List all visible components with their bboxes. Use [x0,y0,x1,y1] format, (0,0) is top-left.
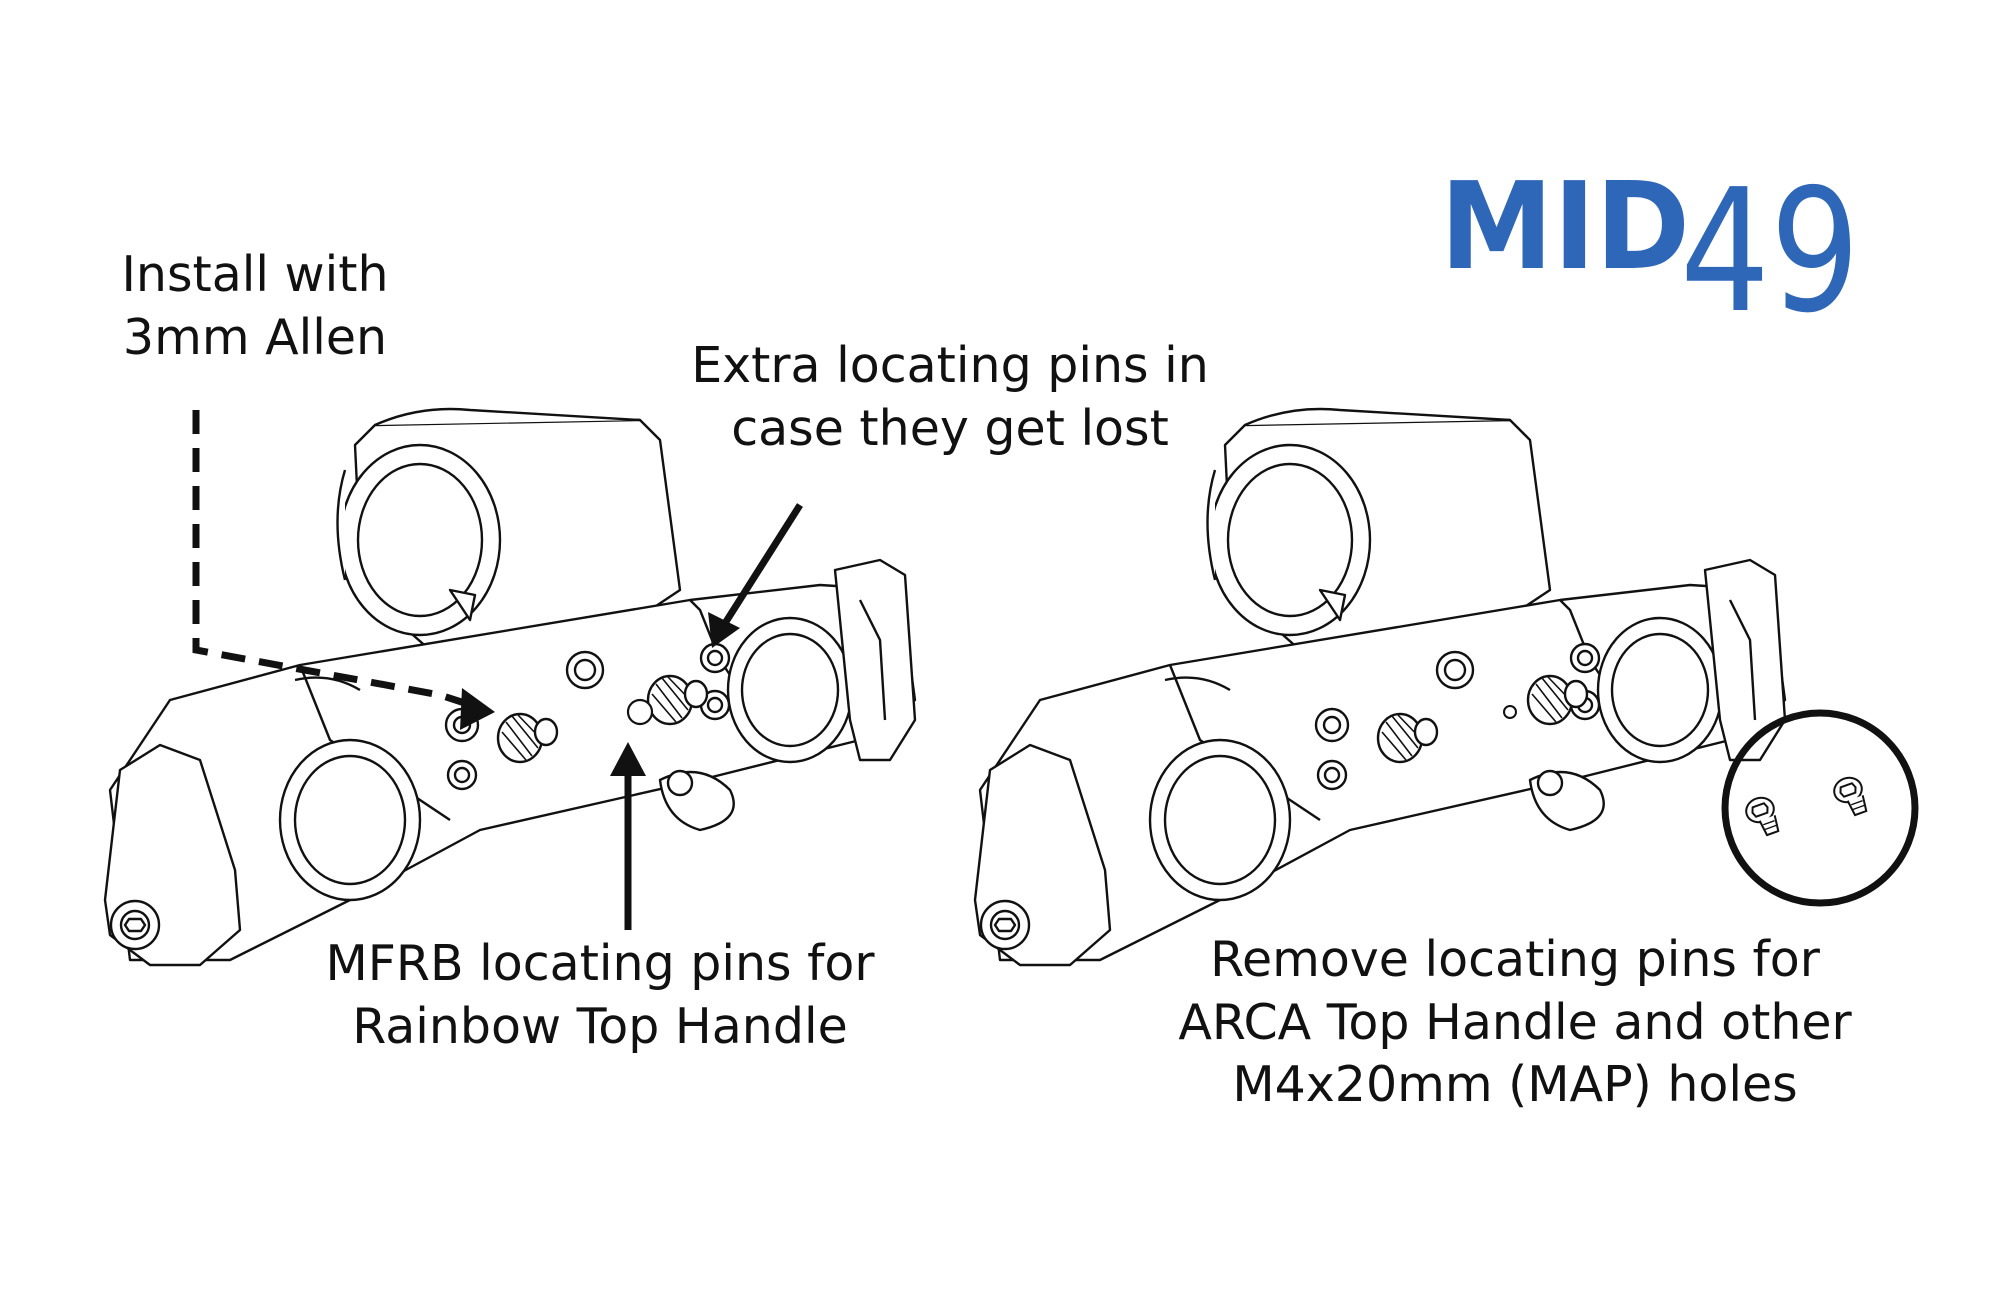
callout-line: Install with [121,246,389,303]
callout-line: M4x20mm (MAP) holes [1232,1056,1798,1114]
callout-line: Remove locating pins for [1210,931,1820,988]
callout-line: 3mm Allen [122,308,388,366]
callout-line: ARCA Top Handle and other [1178,993,1852,1051]
logo-mid-text: MID [1440,158,1690,297]
mfrb-arrowhead [610,742,646,776]
loose-screw-2 [1829,772,1872,821]
loose-screw-1 [1741,792,1784,841]
logo-49-text: 49 [1680,153,1860,320]
install-arrowhead [460,688,495,730]
left-bracket-drawing [103,407,917,967]
extra-pins-callout: Extra locating pins in case they get los… [665,335,1235,460]
right-pin-hole [1503,705,1517,719]
install-allen-callout: Install with 3mm Allen [80,244,430,369]
callout-line: Rainbow Top Handle [352,997,848,1055]
remove-pins-callout: Remove locating pins for ARCA Top Handle… [1165,929,1865,1117]
right-bracket-drawing [973,407,1787,967]
callout-line: Extra locating pins in [691,337,1209,394]
mid49-logo: MID 49 [1440,153,1860,320]
mfrb-pins-callout: MFRB locating pins for Rainbow Top Handl… [300,933,900,1058]
removed-pins-circle [1721,709,1919,907]
callout-line: MFRB locating pins for [325,935,875,992]
install-dashed-arrow [192,410,482,712]
left-pin-hole [626,698,654,726]
callout-line: case they get lost [731,399,1169,457]
extra-pins-arrowhead [708,612,740,648]
extra-pins-arrow [719,503,803,630]
